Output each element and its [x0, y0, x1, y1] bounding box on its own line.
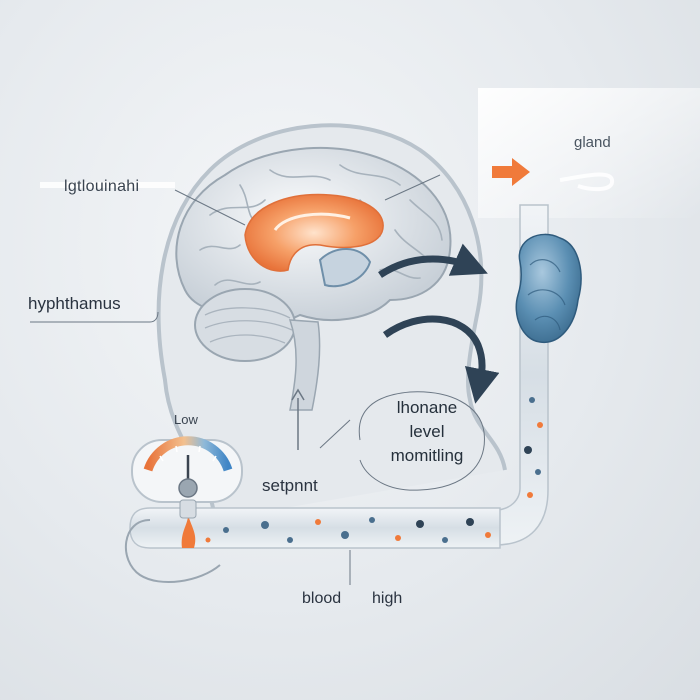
leader-top-left-thin [174, 189, 246, 226]
gland-label: gland [574, 134, 611, 151]
monitor-outline [358, 391, 485, 491]
gauge-low-label: Low [174, 412, 198, 427]
blood-particles [205, 397, 543, 543]
monitor-text: lhonane level momitling [362, 396, 492, 486]
leader-gland [384, 174, 441, 201]
high-label: high [372, 590, 403, 607]
monitor-line-2: level [409, 422, 445, 441]
leader-hypothalamus [30, 311, 159, 323]
hypothalamus [244, 193, 384, 272]
monitor-line-3: momitling [390, 446, 464, 465]
hypothalamus-inner [273, 212, 351, 231]
gauge [131, 436, 243, 548]
gland-lobes [527, 259, 566, 331]
arrow-right-icon [492, 158, 530, 186]
tube-loop [124, 519, 221, 583]
gland [515, 233, 582, 343]
gauge-hub [178, 478, 198, 498]
curved-arrow-icon [382, 315, 500, 404]
brain-stem [288, 319, 321, 411]
gauge-flame [181, 515, 196, 548]
setpoint-arrow [291, 388, 305, 401]
gauge-arc [143, 436, 233, 472]
hypothalamus-label: hyphthamus [28, 294, 121, 313]
setpoint-leader [319, 419, 351, 449]
arrow-brain-to-gland [378, 243, 488, 278]
setpoint-label: setpnnt [262, 476, 318, 495]
monitor-line-1: lhonane [396, 398, 458, 417]
blood-label: blood [302, 590, 342, 607]
swirl-near-gland [559, 172, 614, 192]
glow-panel [478, 88, 700, 218]
pituitary [318, 248, 372, 288]
top-left-label: lgtlouinahi [64, 178, 140, 195]
cerebellum-folds [204, 307, 293, 344]
